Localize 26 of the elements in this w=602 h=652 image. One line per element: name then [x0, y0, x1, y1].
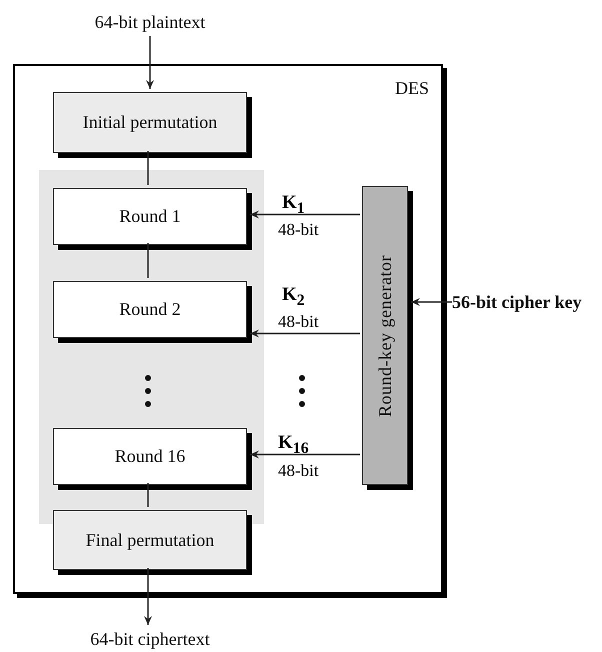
- box-label: Initial permutation: [82, 112, 218, 133]
- box-label: Final permutation: [86, 530, 214, 550]
- edge-label: K$_{1}$: [282, 192, 305, 218]
- arrow: [146, 36, 154, 89]
- connector-line: [147, 243, 149, 278]
- box-label: Round 1: [119, 206, 181, 227]
- edge-label: K$_{16}$: [278, 432, 309, 458]
- bit-size-label: 48-bit: [278, 220, 319, 240]
- box-label: Round 16: [114, 446, 186, 467]
- input-label: 64-bit plaintext: [60, 8, 240, 36]
- frame-title: DES: [394, 78, 429, 99]
- connector-line: [147, 151, 149, 185]
- rounds-panel: [39, 170, 264, 524]
- arrow: [411, 298, 452, 306]
- arrow: [250, 330, 360, 338]
- input-label: 56-bit cipher key: [452, 288, 600, 316]
- box-label: Round-key generator: [374, 254, 396, 416]
- connector-line: [147, 483, 149, 507]
- bit-size-label: 48-bit: [278, 312, 319, 332]
- edge-label: K$_{2}$: [282, 284, 305, 310]
- bit-size-label: 48-bit: [278, 461, 319, 481]
- arrow: [144, 568, 152, 625]
- arrow: [250, 450, 360, 458]
- box-label: Round 2: [119, 299, 181, 320]
- input-label: 64-bit ciphertext: [60, 626, 240, 652]
- arrow: [250, 210, 360, 218]
